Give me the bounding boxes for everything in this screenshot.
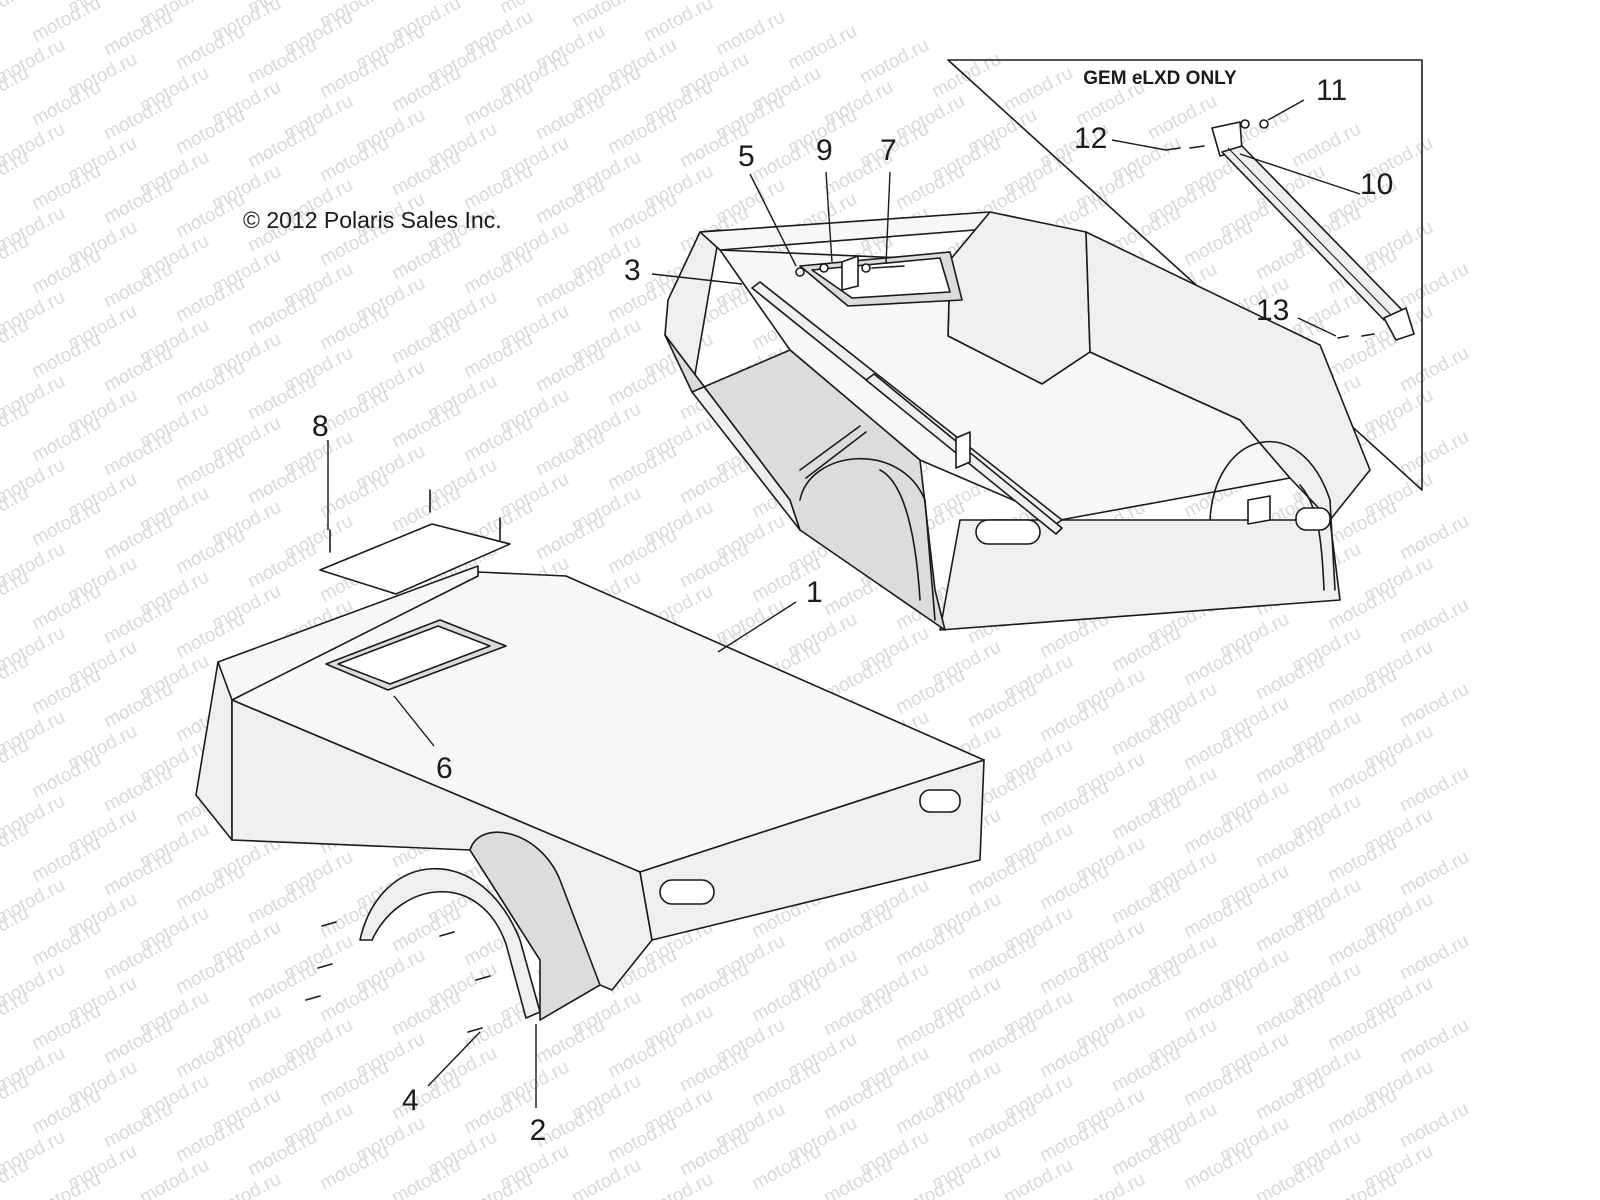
- cargo-box-underside-view: [664, 211, 1371, 631]
- watermark-text: motod.ru: [460, 1169, 536, 1200]
- access-cover-panel: [319, 523, 511, 595]
- box-reflector-right: [1295, 507, 1331, 531]
- callout-12: 12: [1074, 122, 1107, 155]
- bolts-12: [1165, 145, 1205, 151]
- box-reflector-left: [975, 519, 1041, 545]
- watermark-text: motod.ru: [892, 1169, 968, 1200]
- watermark-text: motod.ru: [1396, 763, 1472, 817]
- cargo-bed-rear-panel: [639, 759, 985, 941]
- cargo-box-assembly: [195, 489, 985, 1033]
- hinge-bracket-1: [841, 255, 859, 291]
- bolt-7: [871, 265, 905, 269]
- watermark-text: motod.ru: [1396, 1099, 1472, 1153]
- washer-9: [819, 263, 829, 273]
- callout-9: 9: [816, 134, 833, 167]
- callout-1: 1: [806, 576, 823, 609]
- watermark-text: motod.ru: [1396, 259, 1472, 313]
- leader-lines: [327, 99, 1361, 1108]
- callout-2: 2: [530, 1114, 547, 1147]
- watermark-text: motod.ru: [28, 0, 104, 46]
- watermark-text: motod.ru: [1396, 931, 1472, 985]
- box-side-lower: [664, 334, 946, 631]
- watermark-text: motod.ru: [712, 7, 788, 61]
- flange-nut: [1259, 119, 1269, 129]
- box-wheel-well-left: [799, 457, 936, 621]
- watermark-text: motod.ru: [1396, 511, 1472, 565]
- callout-7: 7: [880, 134, 897, 167]
- callout-numbers: 1 2 3 4 5 6 7 8 9 10 11 12 13: [312, 74, 1393, 1147]
- watermark-text: motod.ru: [1144, 91, 1220, 145]
- watermark-text: motod.ru: [1000, 1155, 1076, 1200]
- wheel-well-liner: [359, 867, 541, 1019]
- watermark-text: motod.ru: [1396, 343, 1472, 397]
- watermark-text: motod.ru: [568, 0, 644, 32]
- tailgate-support-bracket: [1211, 121, 1415, 341]
- box-front-panel: [939, 519, 1341, 631]
- hinge-bracket-2: [955, 431, 971, 469]
- watermark-text: motod.ru: [136, 1155, 212, 1200]
- watermark-text: motod.ru: [1396, 427, 1472, 481]
- callout-11: 11: [1316, 74, 1347, 107]
- watermark-text: motod.ru: [1396, 595, 1472, 649]
- bed-reflector-right: [919, 789, 961, 813]
- inset-title: GEM eLXD ONLY: [1083, 68, 1237, 89]
- watermark-text: motod.ru: [1000, 63, 1076, 117]
- inset-border: [947, 59, 1423, 491]
- watermark-text: motod.ru: [1396, 847, 1472, 901]
- watermark-text: motod.ru: [28, 1169, 104, 1200]
- watermark-text: motod.ru: [856, 35, 932, 89]
- nut-5: [795, 267, 805, 277]
- callout-13: 13: [1256, 294, 1289, 327]
- bed-reflector-left: [659, 879, 715, 905]
- callout-6: 6: [436, 752, 453, 785]
- cargo-bed-wheel-well: [469, 831, 601, 1021]
- callout-10: 10: [1360, 168, 1393, 201]
- watermark-text: motod.ru: [568, 1155, 644, 1200]
- watermark-text: motod.ru: [784, 21, 860, 75]
- bolts-13: [1337, 333, 1375, 339]
- watermark-text: motod.ru: [640, 0, 716, 46]
- watermark-text: motod.ru: [208, 1169, 284, 1200]
- watermark-text: motod.ru: [928, 49, 1004, 103]
- watermark-text: motod.ru: [1324, 1169, 1400, 1200]
- box-wheel-well-right: [1209, 441, 1336, 591]
- callout-5: 5: [738, 140, 755, 173]
- watermark-text: motod.ru: [1396, 679, 1472, 733]
- callout-3: 3: [624, 254, 641, 287]
- callout-8: 8: [312, 410, 329, 443]
- copyright-text: © 2012 Polaris Sales Inc.: [243, 207, 502, 233]
- inset-panel: GEM eLXD ONLY: [947, 59, 1423, 491]
- watermark-text: motod.ru: [1072, 1169, 1148, 1200]
- callout-4: 4: [402, 1084, 419, 1117]
- push-rivets: [305, 921, 491, 1033]
- watermark-text: motod.ru: [640, 1169, 716, 1200]
- watermark-text: motod.ru: [1288, 119, 1364, 173]
- washer: [1240, 119, 1250, 129]
- watermark-text: motod.ru: [1396, 1015, 1472, 1069]
